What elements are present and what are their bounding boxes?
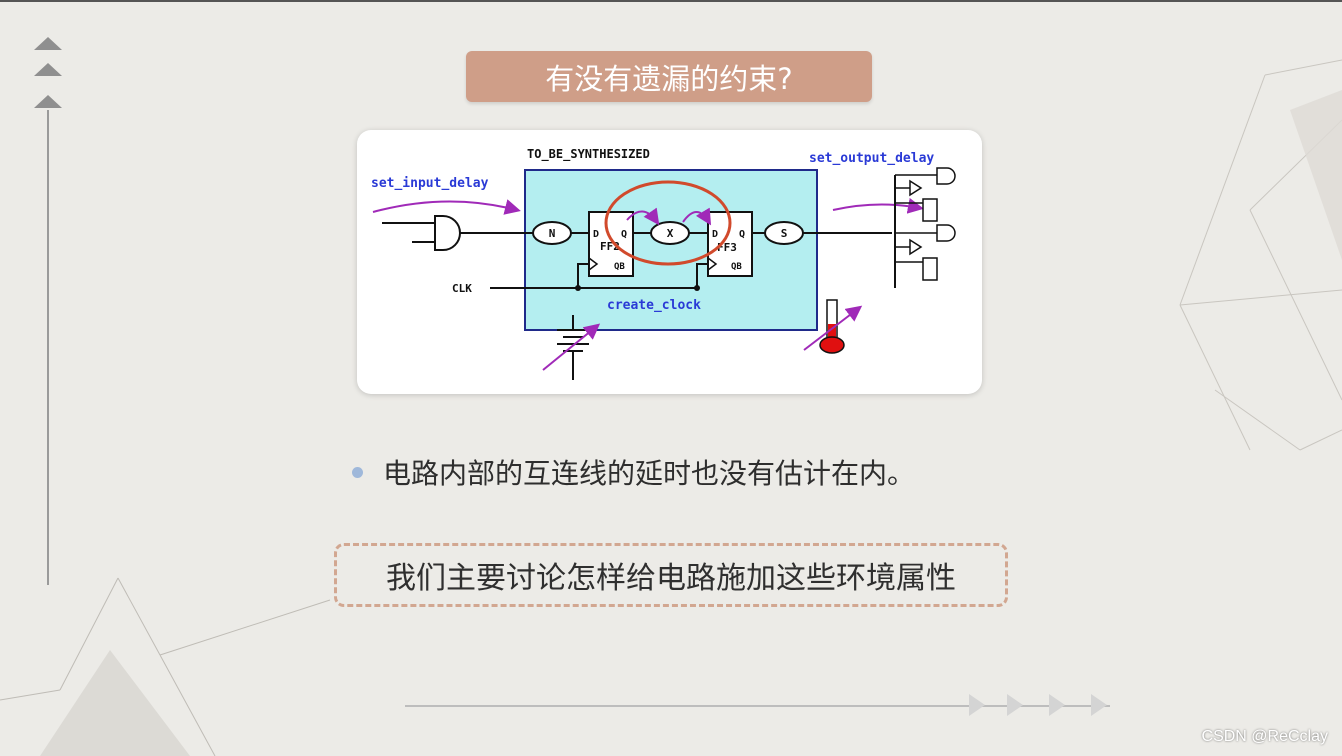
circuit-diagram: TO_BE_SYNTHESIZED set_input_delay N D Q … — [357, 130, 982, 394]
node-x: X — [667, 227, 674, 240]
svg-text:D: D — [712, 229, 718, 240]
node-s: S — [781, 227, 788, 240]
highlight-ellipse — [604, 180, 732, 266]
node-n: N — [549, 227, 556, 240]
svg-text:Q: Q — [739, 229, 745, 240]
set-output-delay-label: set_output_delay — [809, 151, 934, 166]
summary-box: 我们主要讨论怎样给电路施加这些环境属性 — [334, 543, 1008, 607]
output-loads — [895, 167, 956, 281]
clk-label: CLK — [452, 282, 472, 295]
slide-title: 有没有遗漏的约束? — [466, 51, 872, 102]
create-clock-label: create_clock — [607, 298, 701, 313]
thermometer-icon — [819, 299, 845, 354]
triangle-right-icons — [969, 694, 1107, 716]
svg-text:QB: QB — [614, 262, 625, 272]
and-gate-icon — [434, 215, 461, 251]
svg-text:QB: QB — [731, 262, 742, 272]
bullet-text: 电路内部的互连线的延时也没有估计在内。 — [383, 457, 916, 490]
block-title: TO_BE_SYNTHESIZED — [527, 147, 650, 162]
synthesis-block — [524, 169, 818, 331]
watermark: CSDN @ReCclay — [1201, 728, 1328, 745]
svg-text:Q: Q — [621, 229, 627, 240]
svg-text:D: D — [593, 229, 599, 240]
set-input-delay-label: set_input_delay — [371, 176, 489, 191]
bullet-dot-icon — [352, 466, 363, 478]
bullet-item: 电路内部的互连线的延时也没有估计在内。 — [352, 452, 915, 492]
battery-icon — [557, 315, 589, 380]
triangle-up-icons — [34, 37, 62, 108]
